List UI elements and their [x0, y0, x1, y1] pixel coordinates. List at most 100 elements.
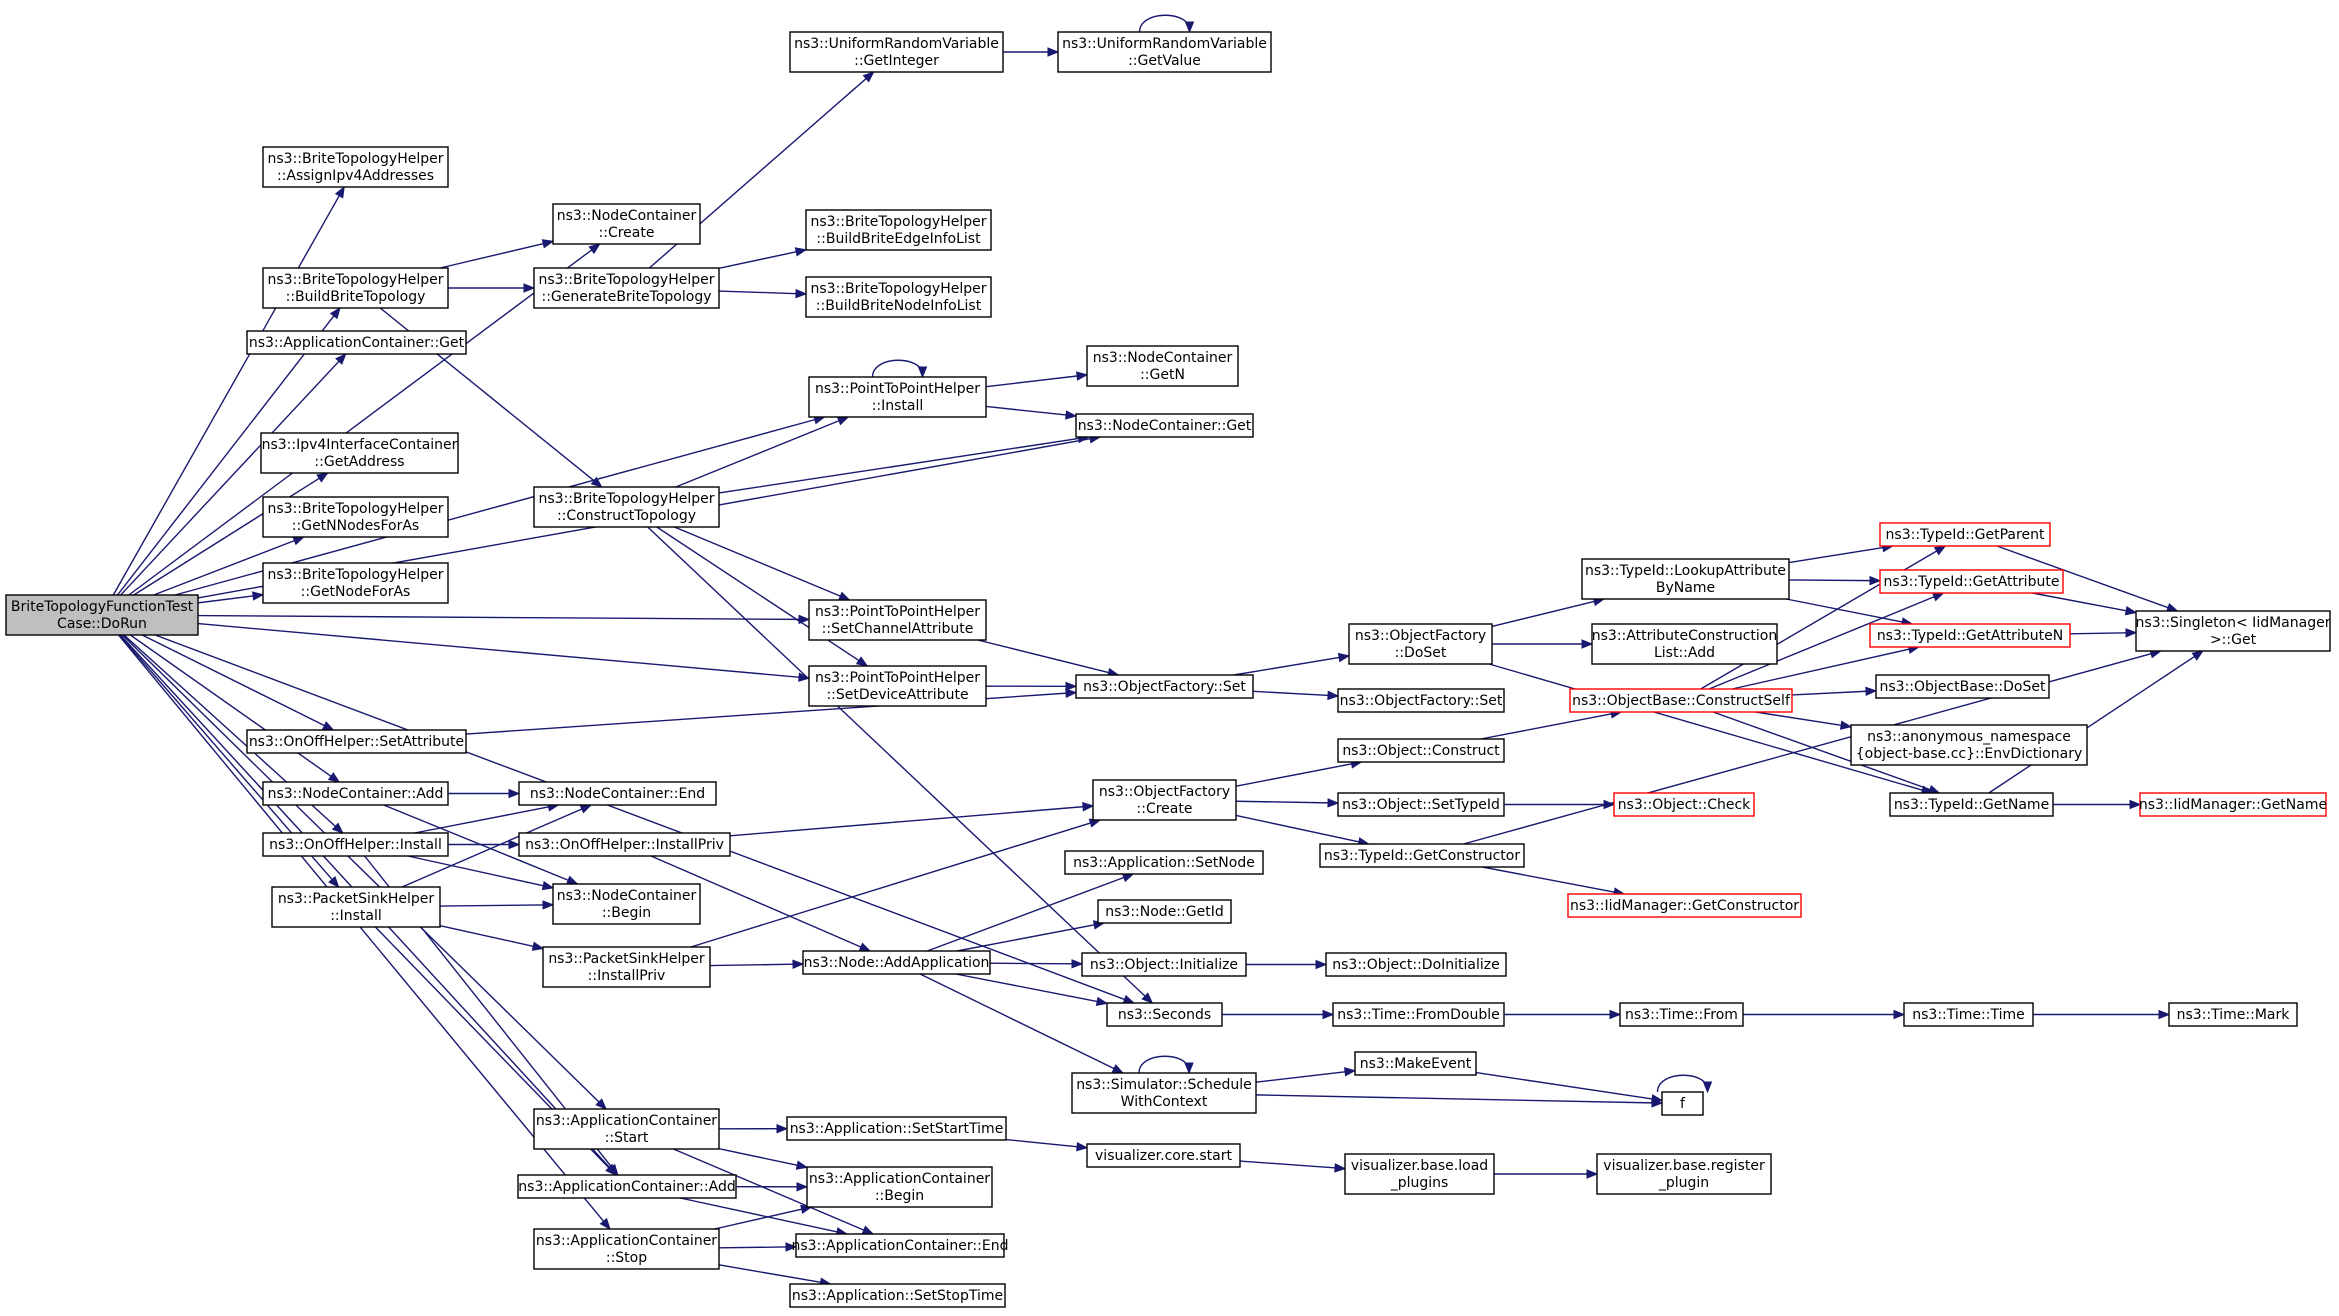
node-box[interactable] [802, 950, 991, 975]
node-box[interactable] [552, 883, 701, 925]
node-appget[interactable]: ns3::ApplicationContainer::Get [246, 330, 467, 355]
node-acadd[interactable]: ns3::ApplicationContainer::Add [517, 1174, 737, 1199]
node-box[interactable] [1075, 413, 1254, 438]
node-box[interactable] [1086, 345, 1239, 387]
node-ofset2[interactable]: ns3::ObjectFactory::Set [1337, 688, 1505, 713]
node-addapp[interactable]: ns3::Node::AddApplication [802, 950, 991, 975]
node-ofdoset[interactable]: ns3::ObjectFactory::DoSet [1348, 623, 1493, 665]
node-box[interactable] [2139, 792, 2327, 817]
node-box[interactable] [262, 267, 449, 309]
node-objconst[interactable]: ns3::Object::Construct [1337, 738, 1505, 763]
node-objdoinit[interactable]: ns3::Object::DoInitialize [1325, 952, 1507, 977]
node-onoffpriv[interactable]: ns3::OnOffHelper::InstallPriv [518, 832, 731, 857]
node-onoffset[interactable]: ns3::OnOffHelper::SetAttribute [246, 729, 467, 754]
node-setstop[interactable]: ns3::Application::SetStopTime [789, 1283, 1006, 1308]
node-box[interactable] [1319, 843, 1525, 868]
node-seconds[interactable]: ns3::Seconds [1106, 1002, 1223, 1027]
node-nodeinfo[interactable]: ns3::BriteTopologyHelper::BuildBriteNode… [805, 276, 992, 318]
node-getattrn[interactable]: ns3::TypeId::GetAttributeN [1869, 623, 2071, 648]
node-urvgetval[interactable]: ns3::UniformRandomVariable::GetValue [1057, 31, 1272, 73]
node-box[interactable] [1092, 779, 1237, 821]
node-box[interactable] [533, 1108, 720, 1150]
node-box[interactable] [518, 832, 731, 857]
node-ofcreate[interactable]: ns3::ObjectFactory::Create [1092, 779, 1237, 821]
node-setstart[interactable]: ns3::Application::SetStartTime [786, 1116, 1007, 1141]
node-box[interactable] [517, 1174, 737, 1199]
node-assign[interactable]: ns3::BriteTopologyHelper::AssignIpv4Addr… [262, 146, 449, 188]
node-ncget[interactable]: ns3::NodeContainer::Get [1075, 413, 1254, 438]
node-box[interactable] [805, 209, 992, 251]
node-box[interactable] [1591, 623, 1778, 665]
node-box[interactable] [552, 203, 701, 245]
node-makeevent[interactable]: ns3::MakeEvent [1354, 1051, 1477, 1076]
node-buildtopo[interactable]: ns3::BriteTopologyHelper::BuildBriteTopo… [262, 267, 449, 309]
node-iidgetname[interactable]: ns3::IidManager::GetName [2139, 792, 2327, 817]
node-box[interactable] [808, 599, 987, 641]
node-objcheck[interactable]: ns3::Object::Check [1613, 792, 1755, 817]
node-p2pinst[interactable]: ns3::PointToPointHelper::Install [808, 376, 987, 418]
node-acbegin[interactable]: ns3::ApplicationContainer::Begin [806, 1166, 993, 1208]
node-box[interactable] [789, 1283, 1006, 1308]
node-box[interactable] [789, 31, 1004, 73]
node-ncend[interactable]: ns3::NodeContainer::End [518, 781, 717, 806]
node-box[interactable] [1903, 1002, 2034, 1027]
node-acstop[interactable]: ns3::ApplicationContainer::Stop [533, 1228, 720, 1270]
node-objinit[interactable]: ns3::Object::Initialize [1081, 952, 1247, 977]
node-ncgetn[interactable]: ns3::NodeContainer::GetN [1086, 345, 1239, 387]
node-box[interactable] [1075, 674, 1254, 699]
node-box[interactable] [1337, 792, 1505, 817]
node-box[interactable] [1661, 1091, 1704, 1116]
node-psinst[interactable]: ns3::PacketSinkHelper::Install [271, 886, 441, 928]
node-box[interactable] [1875, 674, 2050, 699]
node-consttopo[interactable]: ns3::BriteTopologyHelper::ConstructTopol… [533, 486, 720, 528]
node-box[interactable] [1081, 952, 1247, 977]
node-getctor[interactable]: ns3::TypeId::GetConstructor [1319, 843, 1525, 868]
node-pspriv[interactable]: ns3::PacketSinkHelper::InstallPriv [542, 946, 711, 988]
node-p2pdev[interactable]: ns3::PointToPointHelper::SetDeviceAttrib… [808, 665, 987, 707]
node-getnnodes[interactable]: ns3::BriteTopologyHelper::GetNNodesForAs [262, 496, 449, 538]
node-box[interactable] [1325, 952, 1507, 977]
node-getnodefor[interactable]: ns3::BriteTopologyHelper::GetNodeForAs [262, 562, 449, 604]
node-box[interactable] [1850, 724, 2088, 766]
node-box[interactable] [1596, 1153, 1772, 1195]
node-fromdouble[interactable]: ns3::Time::FromDouble [1332, 1002, 1505, 1027]
node-box[interactable] [1567, 893, 1802, 918]
node-box[interactable] [1337, 738, 1505, 763]
node-box[interactable] [533, 267, 720, 309]
node-box[interactable] [1889, 792, 2054, 817]
node-timefrom[interactable]: ns3::Time::From [1619, 1002, 1744, 1027]
node-box[interactable] [806, 1166, 993, 1208]
node-box[interactable] [1348, 623, 1493, 665]
node-box[interactable] [542, 946, 711, 988]
node-box[interactable] [1071, 1072, 1257, 1114]
node-box[interactable] [795, 1233, 1005, 1258]
node-box[interactable] [533, 1228, 720, 1270]
node-getattr[interactable]: ns3::TypeId::GetAttribute [1879, 569, 2064, 594]
node-acend[interactable]: ns3::ApplicationContainer::End [792, 1233, 1009, 1258]
node-box[interactable] [805, 276, 992, 318]
node-box[interactable] [1106, 1002, 1223, 1027]
node-box[interactable] [1354, 1051, 1477, 1076]
node-timemark[interactable]: ns3::Time::Mark [2168, 1002, 2298, 1027]
node-box[interactable] [271, 886, 441, 928]
node-vizreg[interactable]: visualizer.base.register_plugin [1596, 1153, 1772, 1195]
node-box[interactable] [808, 665, 987, 707]
node-ofset[interactable]: ns3::ObjectFactory::Set [1075, 674, 1254, 699]
node-box[interactable] [1064, 850, 1264, 875]
node-envdict[interactable]: ns3::anonymous_namespace{object-base.cc}… [1850, 724, 2088, 766]
node-box[interactable] [262, 832, 449, 857]
node-box[interactable] [246, 729, 467, 754]
node-vizstart[interactable]: visualizer.core.start [1086, 1143, 1241, 1168]
node-timetime[interactable]: ns3::Time::Time [1903, 1002, 2034, 1027]
node-onoffinst[interactable]: ns3::OnOffHelper::Install [262, 832, 449, 857]
node-box[interactable] [262, 496, 449, 538]
node-box[interactable] [1869, 623, 2071, 648]
node-box[interactable] [1619, 1002, 1744, 1027]
node-obdoset[interactable]: ns3::ObjectBase::DoSet [1875, 674, 2050, 699]
node-box[interactable] [1086, 1143, 1241, 1168]
node-ncbegin[interactable]: ns3::NodeContainer::Begin [552, 883, 701, 925]
